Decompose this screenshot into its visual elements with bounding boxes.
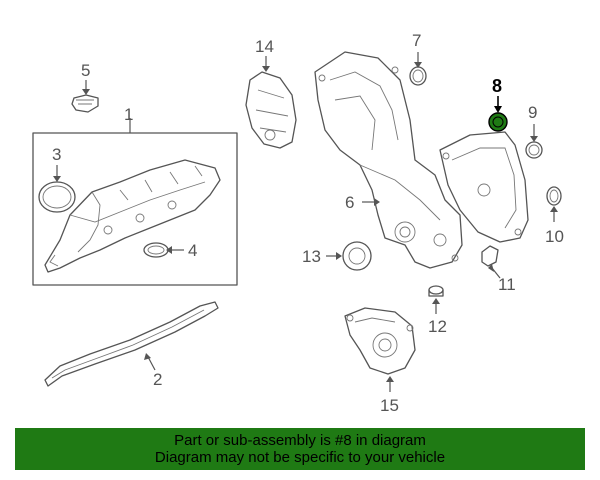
part-7-o-ring[interactable]: 7 (409, 31, 427, 86)
part-9-o-ring[interactable]: 9 (525, 103, 543, 159)
part-15-housing[interactable]: 15 (344, 307, 416, 415)
part-1-valve-cover-group[interactable]: 1 (32, 105, 238, 286)
part-3-seal[interactable]: 3 (38, 145, 76, 213)
banner-line-1: Part or sub-assembly is #8 in diagram (174, 432, 426, 449)
callout-11: 11 (498, 275, 516, 294)
part-11-cap[interactable]: 11 (481, 245, 516, 294)
callout-12: 12 (428, 317, 447, 336)
callout-4: 4 (188, 241, 197, 260)
part-12-plug[interactable]: 12 (428, 285, 447, 336)
part-6-timing-cover[interactable]: 6 (314, 51, 463, 269)
part-1-bracket-box (32, 132, 238, 286)
part-13-crank-seal[interactable]: 13 (302, 241, 372, 271)
callout-6: 6 (345, 193, 354, 212)
callout-14: 14 (255, 37, 274, 56)
part-4-gasket[interactable]: 4 (143, 241, 197, 260)
front-cover-plate (439, 131, 529, 243)
callout-1: 1 (124, 105, 133, 124)
callout-9: 9 (528, 103, 537, 122)
callout-15: 15 (380, 396, 399, 415)
banner-line-2: Diagram may not be specific to your vehi… (154, 449, 446, 466)
info-banner: Part or sub-assembly is #8 in diagram Di… (15, 428, 585, 470)
callout-5: 5 (81, 61, 90, 80)
callout-3: 3 (52, 145, 61, 164)
part-8-seal-highlighted[interactable]: 8 (488, 76, 508, 132)
part-5-oil-cap[interactable]: 5 (71, 61, 99, 113)
callout-10: 10 (545, 227, 564, 246)
callout-13: 13 (302, 247, 321, 266)
callout-7: 7 (412, 31, 421, 50)
part-10-o-ring[interactable]: 10 (545, 186, 564, 246)
part-14-bracket[interactable]: 14 (245, 37, 297, 149)
callout-2: 2 (153, 370, 162, 389)
callout-8: 8 (492, 76, 502, 96)
part-2-cover-gasket[interactable]: 2 (44, 301, 219, 389)
